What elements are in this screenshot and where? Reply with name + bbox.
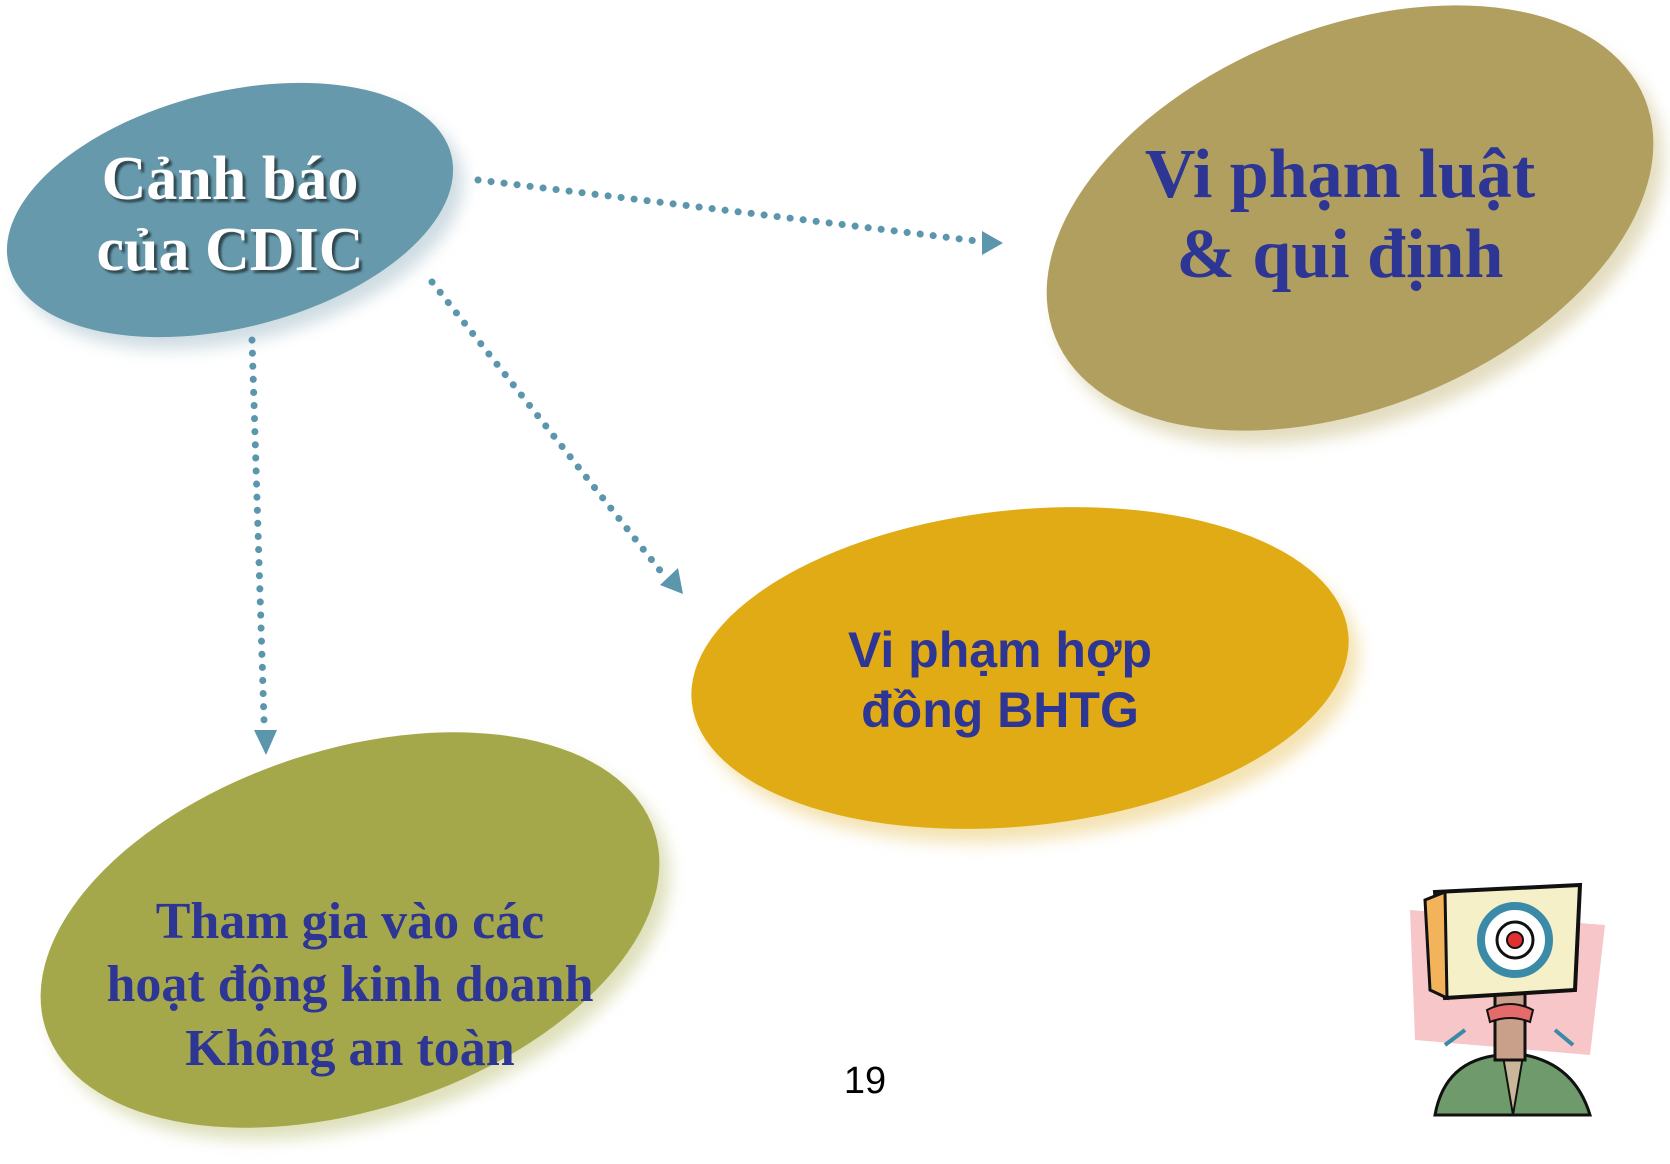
node-cdic [6, 82, 464, 350]
cdic-label-line1: Cảnh báo [101, 144, 359, 213]
arrowhead-icon [660, 568, 683, 594]
contract-label-line1: Vi phạm hợp [847, 622, 1153, 678]
node-unsafe [40, 732, 670, 1140]
edge-cdic-to-contract [428, 278, 683, 594]
cdic-label: Cảnh báo của CDIC [40, 130, 420, 300]
unsafe-label-line1: Tham gia vào các [155, 892, 545, 950]
node-contract [691, 507, 1359, 843]
arrowhead-icon [982, 231, 1003, 255]
law-label: Vi phạm luật & qui định [1100, 130, 1580, 300]
edge-cdic-to-law [474, 176, 1003, 255]
unsafe-label: Tham gia vào các hoạt động kinh doanh Kh… [70, 880, 630, 1090]
blindfolded-person-with-target-sign-icon [1410, 882, 1605, 1117]
edge-cdic-to-unsafe [248, 336, 277, 755]
contract-label: Vi phạm hợp đồng BHTG [770, 610, 1230, 750]
arrowhead-icon [254, 730, 277, 755]
contract-label-line2: đồng BHTG [861, 682, 1139, 738]
law-label-line2: & qui định [1176, 216, 1504, 293]
cdic-label-line2: của CDIC [96, 216, 364, 284]
page-number: 19 [843, 1060, 887, 1102]
unsafe-label-line3: Không an toàn [185, 1019, 515, 1077]
law-label-line1: Vi phạm luật [1144, 135, 1536, 213]
node-law [1046, 5, 1664, 445]
unsafe-label-line2: hoạt động kinh doanh [106, 956, 594, 1014]
